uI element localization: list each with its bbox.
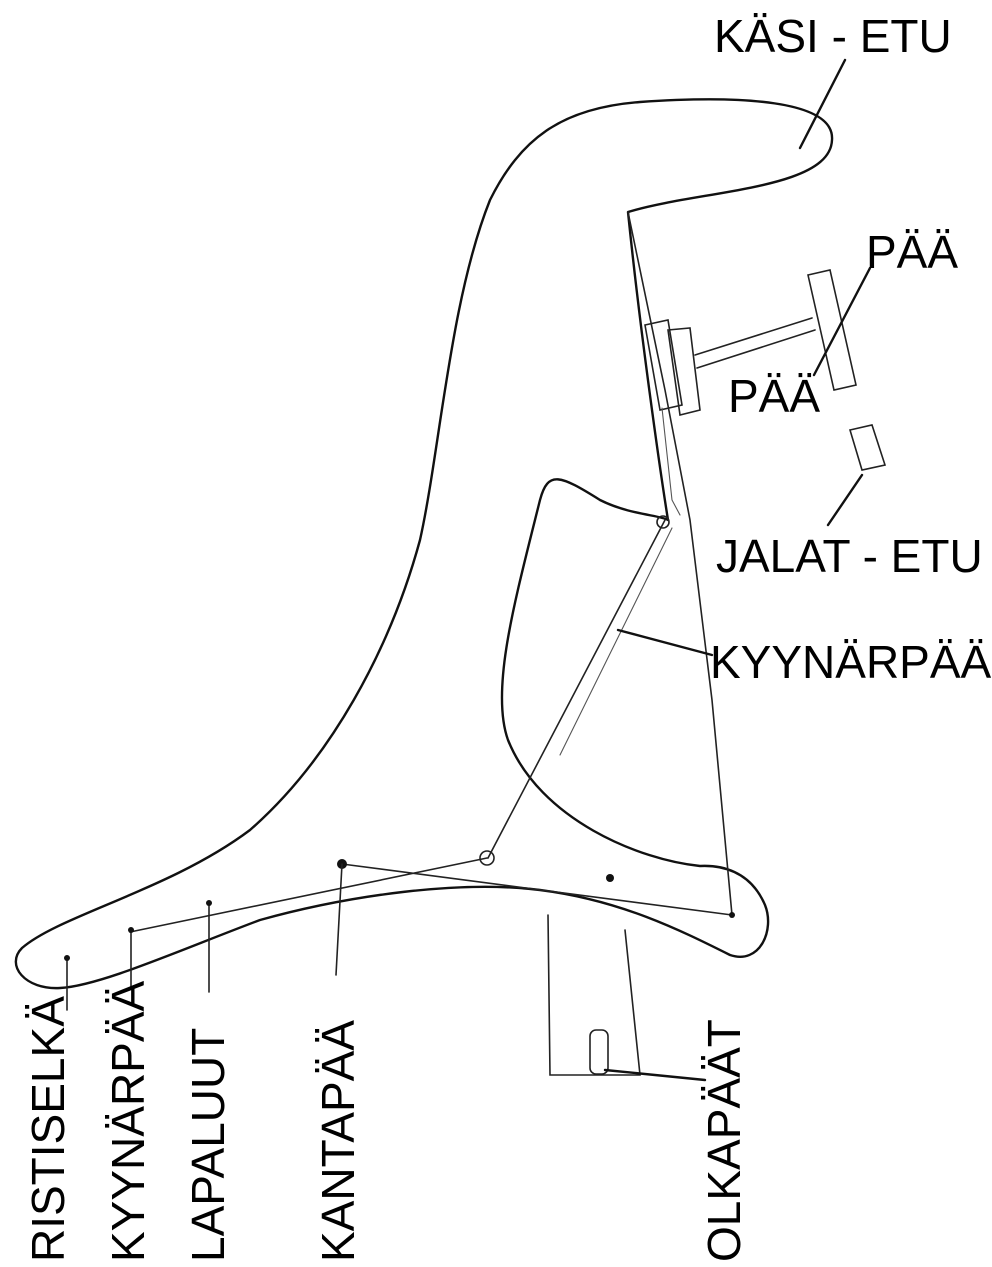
lapaluut-point xyxy=(206,900,212,906)
upper-arm-line-2 xyxy=(560,528,672,755)
label-jalat-etu: JALAT - ETU xyxy=(716,530,983,582)
support-post xyxy=(548,915,640,1075)
pointer-kantapaa xyxy=(336,864,342,975)
label-lapaluut: LAPALUUT xyxy=(182,1028,234,1262)
feet-block xyxy=(850,425,885,470)
pointer-kyynarpaa-right xyxy=(618,630,712,655)
torso-line-1 xyxy=(342,864,732,915)
pointer-paa-top xyxy=(814,268,870,375)
label-kantapaa: KANTAPÄÄ xyxy=(312,1020,364,1262)
upper-arm-line-1 xyxy=(488,520,665,858)
label-paa-mid: PÄÄ xyxy=(728,370,820,422)
label-olkapaat: OLKAPÄÄT xyxy=(698,1019,750,1262)
olkapaat-marker xyxy=(590,1030,608,1074)
torso-dot xyxy=(606,874,614,882)
label-ristiselka: RISTISELKÄ xyxy=(22,996,74,1262)
pointer-kasi-etu xyxy=(800,60,845,148)
label-paa-top: PÄÄ xyxy=(866,226,958,278)
wrist-dot xyxy=(729,912,735,918)
kyynarpaa-point xyxy=(128,927,134,933)
neck-bar xyxy=(695,318,815,368)
label-kasi-etu: KÄSI - ETU xyxy=(714,10,952,62)
ristiselka-point xyxy=(64,955,70,961)
pointer-jalat-etu xyxy=(828,475,862,525)
label-kyynarpaa-bottom: KYYNÄRPÄÄ xyxy=(102,980,154,1262)
body-outline xyxy=(16,99,832,988)
head-block-left-2 xyxy=(668,328,700,415)
label-kyynarpaa-right: KYYNÄRPÄÄ xyxy=(710,636,992,688)
